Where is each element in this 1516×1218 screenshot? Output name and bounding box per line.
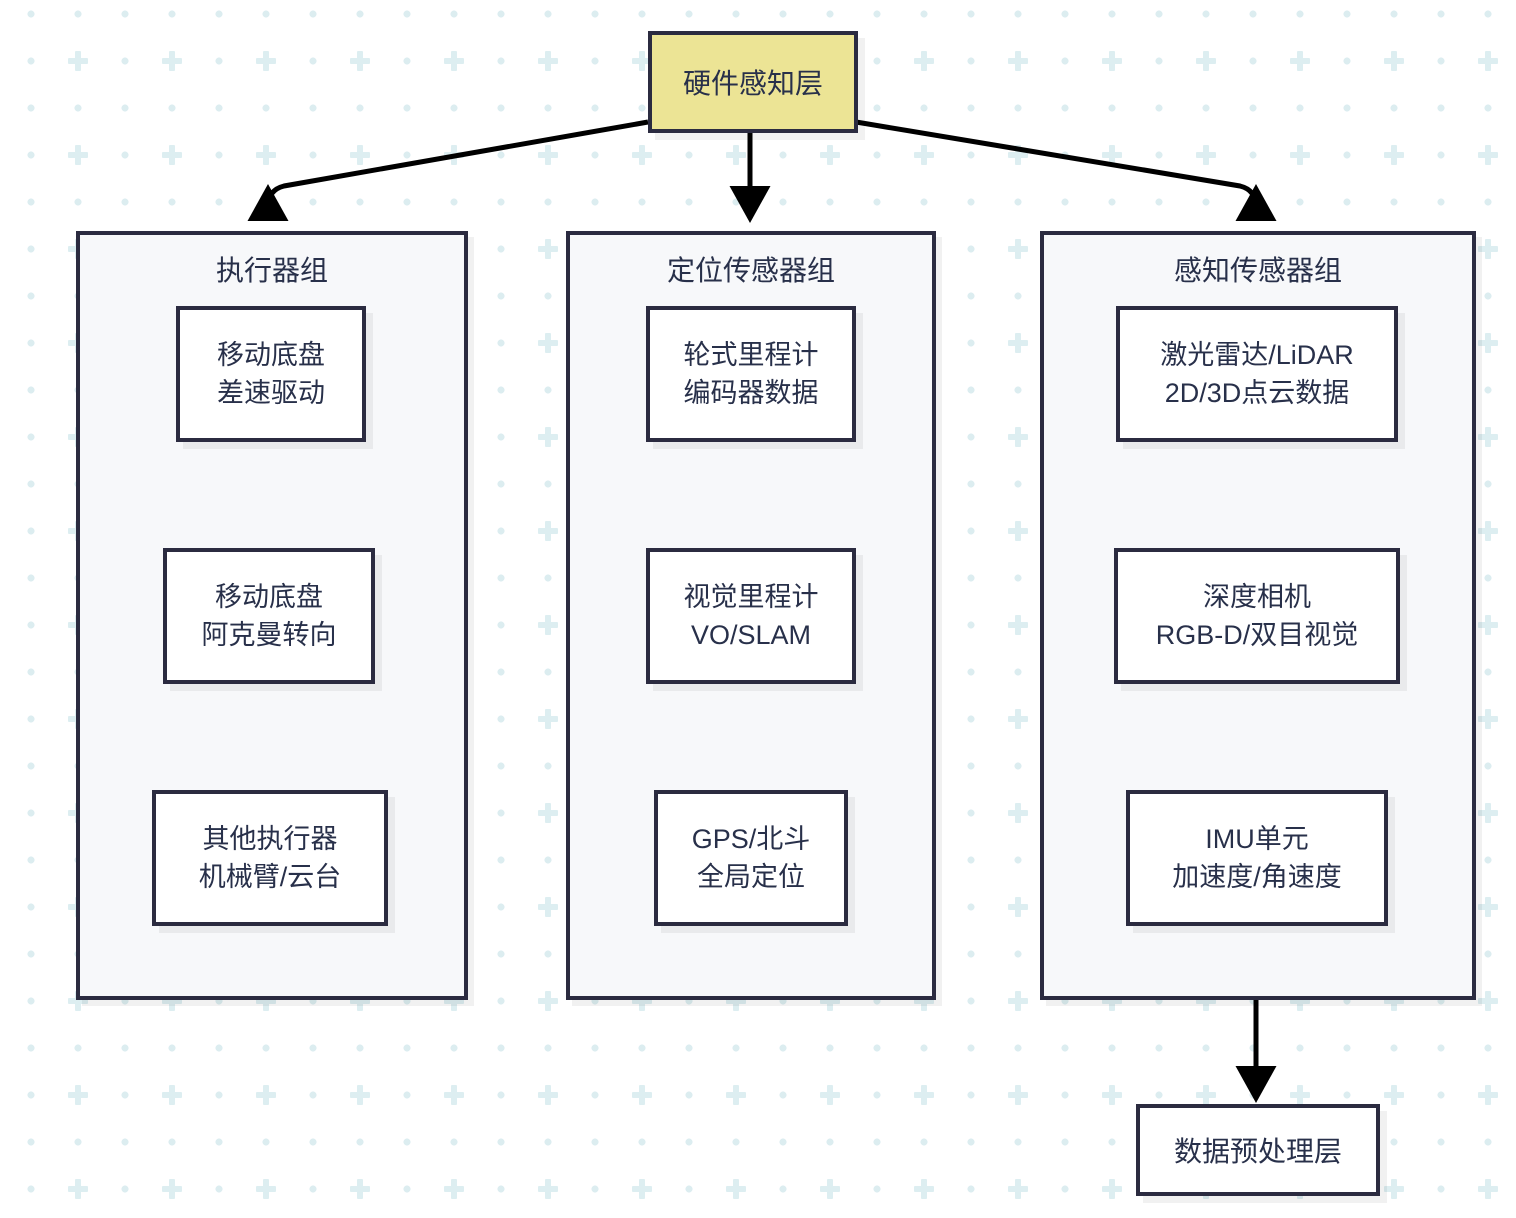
edge-root-to-actuator-group [247,119,649,222]
node-label: 硬件感知层 [682,68,823,99]
group-title-actuator: 执行器组 [215,255,328,286]
node-line-1: 移动底盘 [217,339,325,370]
node-line-1: 其他执行器 [202,823,338,854]
node-line-1: 移动底盘 [215,581,323,612]
node-lidar[interactable]: 激光雷达/LiDAR 2D/3D点云数据 [1116,306,1398,442]
node-line-2: 加速度/角速度 [1172,862,1342,892]
node-depth-camera[interactable]: 深度相机 RGB-D/双目视觉 [1114,548,1400,684]
group-title-perception: 感知传感器组 [1173,255,1342,286]
node-line-2: 差速驱动 [217,378,325,408]
node-line-1: 轮式里程计 [683,339,819,370]
node-mobile-base-ackermann[interactable]: 移动底盘 阿克曼转向 [163,548,375,684]
node-line-1: 视觉里程计 [683,581,819,612]
node-gnss[interactable]: GPS/北斗 全局定位 [654,790,848,926]
group-title-localization: 定位传感器组 [666,255,835,286]
node-hardware-perception-layer[interactable]: 硬件感知层 [648,31,858,133]
node-line-2: 机械臂/云台 [198,862,342,892]
node-visual-odometry[interactable]: 视觉里程计 VO/SLAM [646,548,856,684]
node-line-2: 2D/3D点云数据 [1164,378,1350,408]
node-line-1: 深度相机 [1203,581,1311,612]
node-other-actuators[interactable]: 其他执行器 机械臂/云台 [152,790,388,926]
node-mobile-base-diff[interactable]: 移动底盘 差速驱动 [176,306,366,442]
node-imu[interactable]: IMU单元 加速度/角速度 [1126,790,1388,926]
node-line-1: IMU单元 [1205,823,1309,854]
node-wheel-odometry[interactable]: 轮式里程计 编码器数据 [646,306,856,442]
node-line-2: VO/SLAM [690,620,812,650]
node-line-1: GPS/北斗 [691,823,811,854]
node-line-2: 全局定位 [697,862,805,892]
node-line-2: 阿克曼转向 [201,620,337,650]
node-line-1: 激光雷达/LiDAR [1160,339,1354,370]
node-data-preprocessing-layer[interactable]: 数据预处理层 [1136,1104,1380,1196]
edge-root-to-perception-group [855,119,1277,222]
node-line-2: RGB-D/双目视觉 [1155,620,1359,650]
node-line-2: 编码器数据 [683,378,819,408]
node-label: 数据预处理层 [1173,1136,1342,1167]
